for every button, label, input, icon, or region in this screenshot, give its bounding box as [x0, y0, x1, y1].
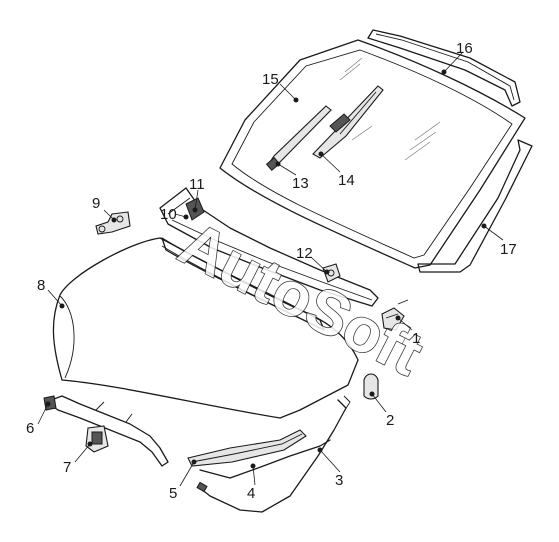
callout-9: 9 [92, 195, 100, 212]
part-windshield-glass [219, 39, 526, 269]
callout-2: 2 [386, 412, 394, 429]
callout-6: 6 [26, 420, 34, 437]
part-hood-release-cable [199, 439, 331, 479]
part-cowl-seal-strip [161, 237, 325, 331]
part-hood-hinge [43, 395, 169, 467]
part-hood-prop-rod [196, 395, 351, 513]
callout-15: 15 [262, 71, 279, 88]
callout-1: 1 [412, 330, 420, 347]
callout-11: 11 [189, 176, 205, 193]
callout-14: 14 [338, 172, 355, 189]
callout-4: 4 [247, 485, 255, 502]
callout-10: 10 [160, 206, 177, 223]
part-hinge-bracket [95, 211, 131, 235]
callout-17: 17 [500, 241, 517, 258]
part-wiper-arm [265, 105, 332, 171]
callout-3: 3 [335, 472, 343, 489]
part-hood-latch-striker [381, 299, 409, 331]
part-hood-bump-stop [363, 373, 379, 400]
callout-leaders [37, 51, 504, 487]
part-hood-seal [187, 429, 307, 467]
part-wiper-blade [312, 85, 384, 159]
part-windshield-side-molding [417, 139, 533, 273]
callout-5: 5 [169, 485, 177, 502]
part-lock-bracket [85, 425, 109, 453]
callout-16: 16 [456, 40, 473, 57]
callout-13: 13 [292, 175, 309, 192]
part-windshield-upper-molding [367, 29, 521, 107]
callout-12: 12 [296, 245, 313, 262]
callout-labels: 16 15 13 14 17 9 11 10 12 8 1 2 3 4 5 6 … [26, 40, 517, 502]
callout-8: 8 [37, 277, 45, 294]
callout-7: 7 [63, 459, 71, 476]
watermark-text: AutoSoft [169, 209, 433, 389]
part-cowl-panel [159, 187, 379, 307]
